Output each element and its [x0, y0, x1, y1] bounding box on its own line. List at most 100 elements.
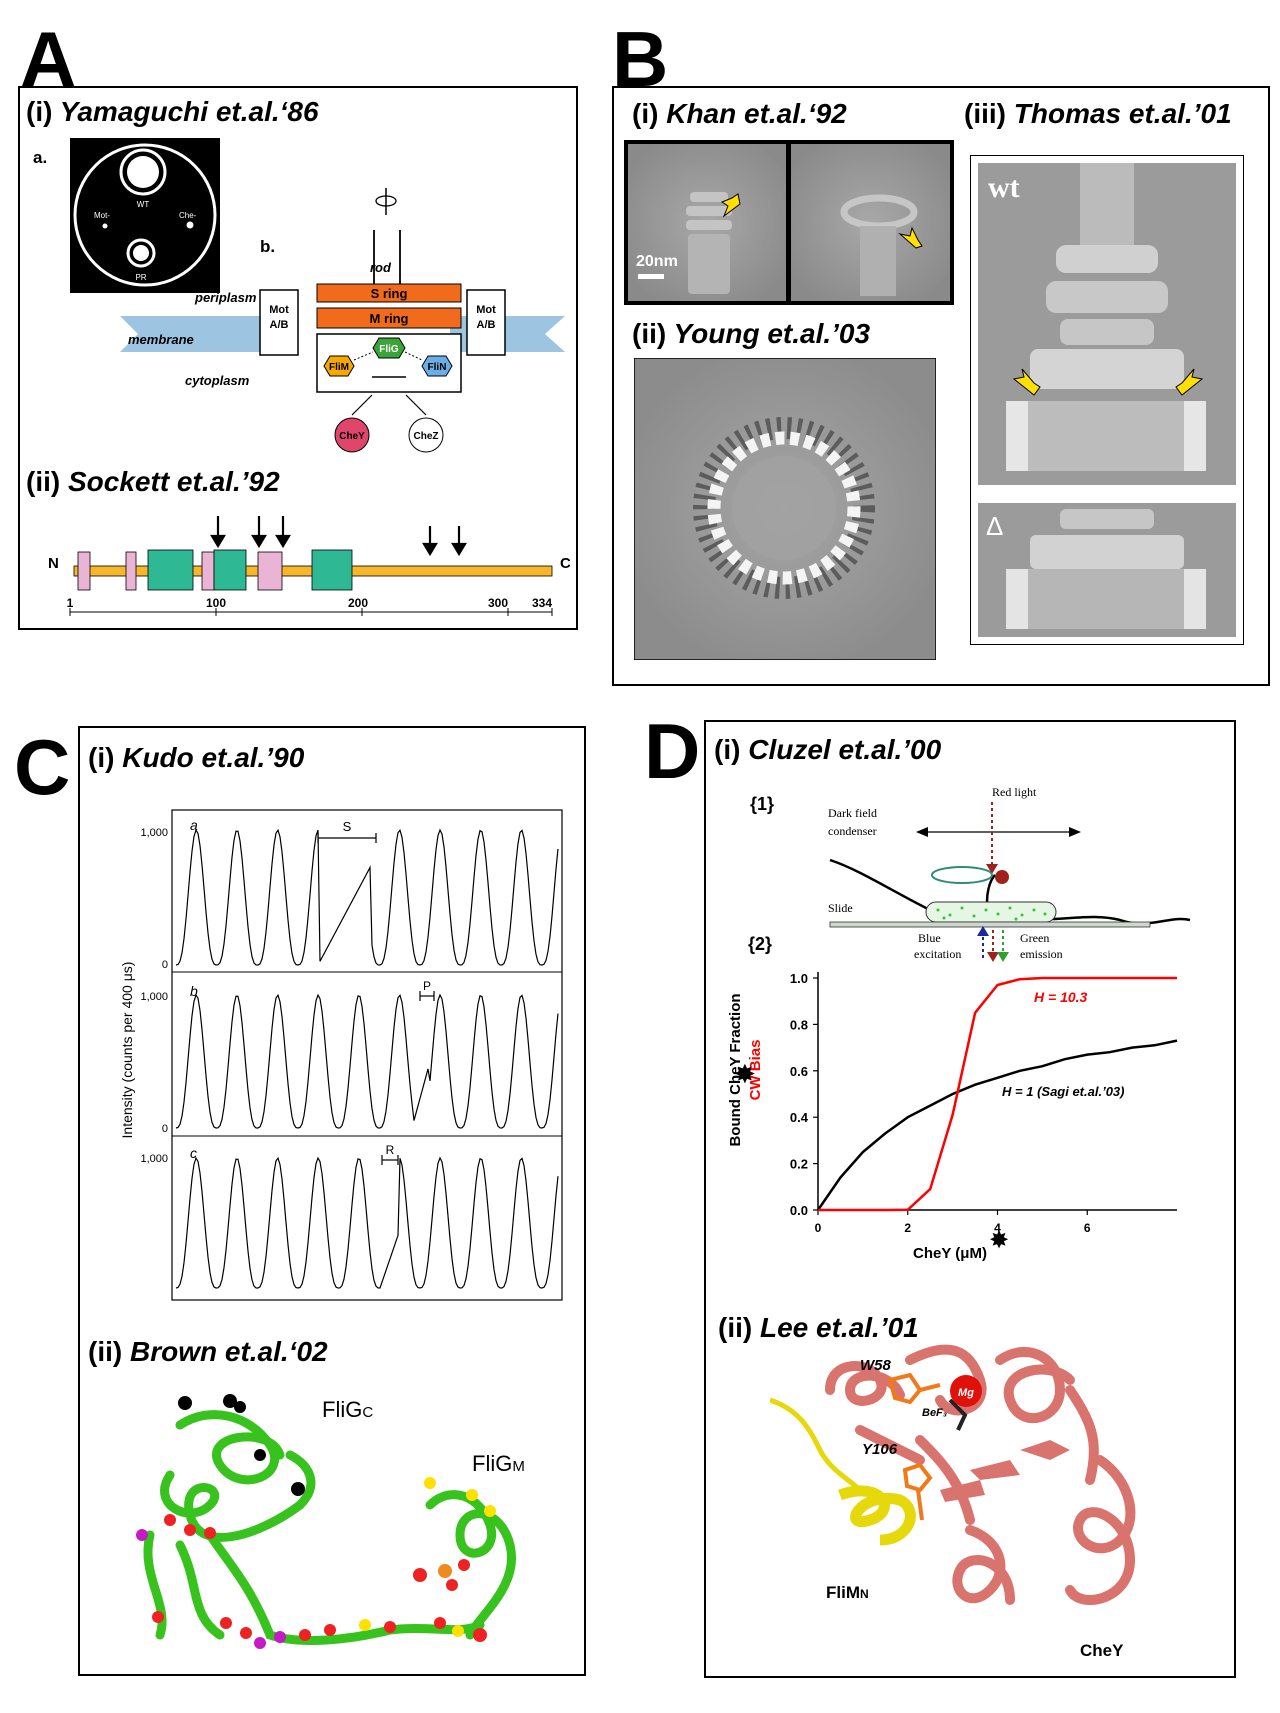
ring-beads	[707, 431, 861, 585]
trace-frame	[171, 809, 563, 1301]
tick-1: 1	[67, 596, 74, 610]
flim-hex	[323, 355, 355, 377]
flin-hex	[421, 355, 453, 377]
c-terminus-label: C	[560, 555, 570, 572]
domain-teal-1	[147, 549, 194, 591]
ring-center	[732, 456, 836, 560]
rotation-ellipse	[931, 866, 993, 884]
wt-c-ring	[1006, 401, 1206, 471]
fligc-label: FliGC	[322, 1397, 373, 1422]
plate-label-a: a.	[33, 148, 48, 167]
y-tick-label: 0.6	[790, 1064, 808, 1079]
event-s-label: S	[343, 819, 352, 834]
red-light-arrowhead	[986, 864, 998, 874]
domain-hatch-2	[125, 551, 137, 591]
em-yellow-arrows	[720, 193, 923, 249]
domain-hatch-1	[77, 551, 91, 591]
delta-label: Δ	[986, 511, 1003, 541]
trace-c-tick-top: 1,000	[140, 1153, 168, 1165]
series-h1-line	[816, 1039, 1178, 1211]
s-ring-label: S ring	[371, 286, 408, 301]
mot-ab-right	[466, 289, 506, 356]
wt-colony-outer	[119, 148, 167, 196]
trace-a-tick-zero: 0	[162, 959, 168, 971]
condenser-arrow-right	[1069, 827, 1081, 837]
x-tick-label: 4	[994, 1221, 1001, 1235]
trace-a-label: a	[190, 817, 198, 833]
flig-label: FliG	[379, 344, 399, 355]
blue-label-1: Blue	[918, 931, 941, 945]
scale-bar-label: 20nm	[636, 253, 678, 270]
domain-hatch-4	[257, 551, 283, 591]
pr-label: PR	[135, 273, 146, 282]
panel-letter-b: B	[612, 15, 669, 103]
flim-label: FliM	[329, 362, 349, 373]
green-arrowhead	[997, 952, 1009, 962]
y-tick-label: 0.0	[790, 1203, 808, 1218]
wt-c-ring-left	[1006, 401, 1028, 471]
bef3-group	[948, 1398, 968, 1431]
domain-teal-2	[213, 549, 247, 591]
xlabel-star: ✸	[989, 1227, 1009, 1254]
wt-c-ring-right	[1184, 401, 1206, 471]
scale-bar	[638, 274, 664, 279]
mot-left-label-2: A/B	[270, 319, 289, 331]
pr-colony-outer	[126, 238, 156, 268]
wt-label: wt	[988, 171, 1020, 204]
m-ring	[316, 307, 462, 329]
khan-em-images: 20nm	[624, 140, 954, 305]
domain-teal-3	[311, 549, 353, 591]
w58-residue	[887, 1372, 941, 1405]
fligm-label: FliGM	[472, 1451, 525, 1476]
tick-200: 200	[348, 596, 368, 610]
mutation-arrows	[210, 516, 467, 557]
thomas-em-images: wt Δ	[970, 155, 1244, 645]
kudo-ylabel: Intensity (counts per 400 μs)	[119, 962, 135, 1139]
blue-arrowhead	[977, 926, 989, 936]
panel-c-i-title: (i) Kudo et.al.’90	[88, 742, 305, 773]
che-colony	[186, 221, 194, 229]
ylabel-black: Bound CheY Fraction	[727, 993, 744, 1146]
y-tick-label: 0.8	[790, 1017, 808, 1032]
flig-domain-map: N C 1 100 200 300 334	[48, 516, 570, 616]
delta-c-right	[1184, 569, 1206, 629]
bead	[995, 870, 1009, 884]
wt-l-ring	[1056, 245, 1158, 273]
blue-label-2: excitation	[914, 947, 961, 961]
x-tick-label: 6	[1084, 1221, 1091, 1235]
x-tick-label: 2	[904, 1221, 911, 1235]
delta-c-left	[1006, 569, 1028, 629]
panel-c-ii-title: (ii) Brown et.al.‘02	[88, 1336, 328, 1367]
panel-b-ii-title: (ii) Young et.al.’03	[632, 318, 871, 349]
panel-a-ii-title: (ii) Sockett et.al.’92	[26, 466, 280, 497]
chey-circle	[334, 417, 370, 453]
mot-ab-left	[259, 289, 299, 356]
green-label-2: emission	[1020, 947, 1063, 961]
n-terminus-label: N	[48, 555, 59, 572]
tick-100: 100	[206, 596, 226, 610]
flig-hex	[372, 337, 406, 359]
chey-strands	[940, 1440, 1070, 1502]
tick-334: 334	[532, 596, 552, 610]
che-label: Che-	[179, 211, 197, 220]
wt-colony	[127, 156, 159, 188]
ylabel-star: ✸	[734, 1059, 756, 1089]
x-tick-label: 0	[815, 1221, 822, 1235]
mg-ion	[950, 1375, 982, 1407]
panel-d-ii-title: (ii) Lee et.al.’01	[718, 1312, 919, 1343]
red-emission-arrowhead	[987, 952, 999, 962]
pr-colony	[133, 245, 149, 261]
x-ticks: 0 2 4 6	[815, 1210, 1091, 1235]
y-tick-label: 0.2	[790, 1157, 808, 1172]
red-light-label: Red light	[992, 785, 1037, 799]
delta-c-ring	[1006, 569, 1206, 629]
ylabel-red: CW Bias	[747, 1040, 764, 1101]
kudo-traces: Intensity (counts per 400 μs) 1,000 0 1,…	[119, 809, 563, 1301]
flim-flig-link	[353, 351, 374, 361]
event-p-label: P	[423, 979, 431, 993]
chey-flimn-structure: Mg W58 BeF₃ Y106 FliMN CheY	[770, 1344, 1136, 1660]
chey-label-a: CheY	[339, 431, 365, 442]
plate-rim	[73, 143, 217, 287]
flimn-helix	[838, 1485, 916, 1546]
trace-b-label: b	[190, 983, 198, 999]
